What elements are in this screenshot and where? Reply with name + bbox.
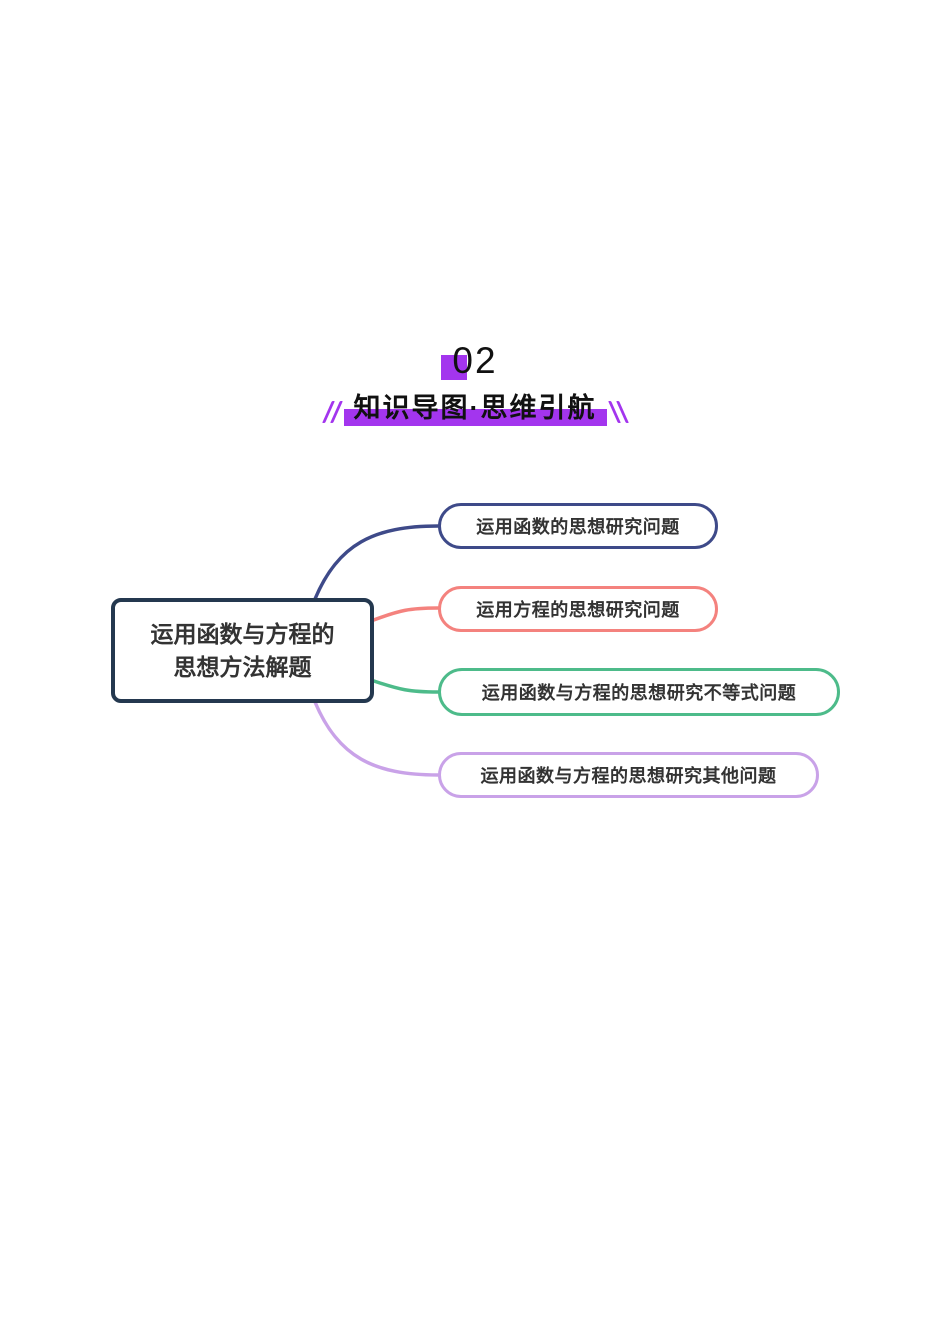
mindmap-root-node[interactable]: 运用函数与方程的 思想方法解题 (111, 598, 374, 703)
root-node-line1: 运用函数与方程的 (150, 620, 335, 647)
section-title-row: 知识导图·思维引航 (0, 386, 950, 426)
section-title-wrap: 知识导图·思维引航 (343, 386, 607, 426)
connector-branch-4 (313, 700, 440, 777)
connector-branch-3 (369, 678, 440, 694)
connector-branch-1 (313, 524, 440, 601)
branch-label: 运用函数与方程的思想研究其他问题 (480, 766, 777, 786)
mindmap-branch-node-3[interactable]: 运用函数与方程的思想研究不等式问题 (438, 668, 840, 716)
purple-square-decoration (441, 355, 468, 380)
double-slash-right-icon (607, 401, 629, 425)
branch-label: 运用函数的思想研究问题 (476, 517, 680, 537)
branch-label: 运用函数与方程的思想研究不等式问题 (481, 683, 797, 703)
title-highlight-bar (343, 409, 607, 426)
connector-branch-2 (369, 606, 440, 623)
mindmap-branch-node-1[interactable]: 运用函数的思想研究问题 (438, 503, 718, 549)
double-slash-left-icon (321, 401, 343, 425)
branch-label: 运用方程的思想研究问题 (476, 600, 680, 620)
section-header: 02 知识导图·思维引航 (0, 340, 950, 426)
section-title: 知识导图·思维引航 (353, 393, 597, 423)
section-number-text: 02 (452, 340, 498, 381)
section-number: 02 (441, 340, 498, 382)
mindmap-branch-node-4[interactable]: 运用函数与方程的思想研究其他问题 (438, 752, 819, 798)
mindmap-branch-node-2[interactable]: 运用方程的思想研究问题 (438, 586, 718, 632)
root-node-line2: 思想方法解题 (173, 653, 312, 680)
